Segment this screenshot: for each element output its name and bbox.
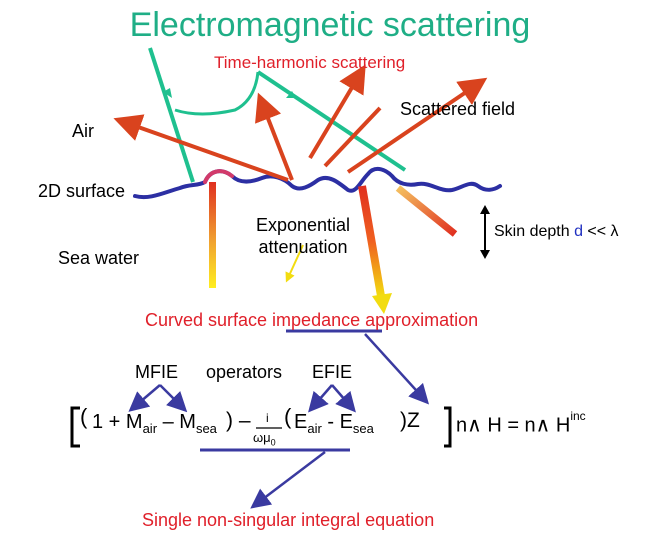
scattered-arrow-4 <box>348 84 478 172</box>
skin-depth-arrowhead-up <box>480 205 490 214</box>
diagram-title: Electromagnetic scattering <box>0 8 660 42</box>
equation-open-paren-2: ( <box>284 406 291 428</box>
skin-depth-prefix: Skin depth <box>494 223 574 240</box>
skin-fade-ray <box>398 188 455 234</box>
equation-to-conclusion-arrow <box>255 452 325 505</box>
incident-ray-1 <box>150 48 193 182</box>
equation-right-bracket <box>444 408 450 446</box>
equation-one-plus-m: 1 + M <box>92 411 143 433</box>
equation-left-bracket <box>72 408 80 446</box>
scattered-arrow-1 <box>124 122 288 180</box>
equation-e-terms: Eair - Esea <box>294 412 374 435</box>
equation-e-sea-subscript: sea <box>353 421 374 436</box>
skin-depth-label: Skin depth d << λ <box>494 224 619 240</box>
mfie-label: MFIE <box>135 363 178 381</box>
equation-e-air: E <box>294 411 307 433</box>
equation-rhs: n∧ H = n∧ Hinc <box>456 414 586 436</box>
equation-air-subscript: air <box>143 421 157 436</box>
air-label: Air <box>72 122 94 140</box>
equation-term-air: 1 + Mair – Msea <box>92 412 217 435</box>
impedance-to-z-arrow <box>365 334 425 400</box>
attenuation-label: Exponential attenuation <box>240 214 366 258</box>
mfie-arrow-2 <box>160 385 183 408</box>
equation-sea-subscript: sea <box>196 421 217 436</box>
scattered-arrow-3 <box>310 74 360 158</box>
equation-n-wedge-h: n∧ H = n∧ H <box>456 415 570 437</box>
equation-close-minus: ) – <box>226 410 251 431</box>
equation-inc-superscript: inc <box>570 409 585 423</box>
equation-open-paren: ( <box>80 406 87 428</box>
conclusion-label: Single non-singular integral equation <box>142 511 434 529</box>
equation-minus-e: - E <box>327 411 353 433</box>
fraction-denominator-subscript: 0 <box>271 438 276 448</box>
sea-water-label: Sea water <box>58 249 139 267</box>
skin-depth-d: d <box>574 223 583 240</box>
mfie-arrow-1 <box>133 385 160 408</box>
efie-label: EFIE <box>312 363 352 381</box>
equation-minus-m: – M <box>163 411 196 433</box>
fraction-denominator-omega-mu: ωμ <box>253 430 271 445</box>
scattered-arrow-2 <box>262 103 292 180</box>
efie-arrow-2 <box>332 385 352 408</box>
equation-e-air-subscript: air <box>307 421 321 436</box>
angle-arc <box>175 72 258 114</box>
skin-depth-arrowhead-down <box>480 250 490 259</box>
equation-close-z: )Z <box>400 410 420 431</box>
subtitle: Time-harmonic scattering <box>214 54 405 71</box>
surface-label: 2D surface <box>38 182 125 200</box>
attenuation-bar <box>209 182 216 288</box>
fraction-numerator: i <box>266 412 269 424</box>
scattered-field-label: Scattered field <box>400 100 515 118</box>
impedance-approximation-label: Curved surface impedance approximation <box>145 311 478 329</box>
skin-depth-suffix: << λ <box>583 223 619 240</box>
operators-label: operators <box>206 363 282 381</box>
surface-crest-highlight <box>205 171 232 182</box>
efie-arrow-1 <box>312 385 332 408</box>
fraction-denominator: ωμ0 <box>253 431 276 448</box>
